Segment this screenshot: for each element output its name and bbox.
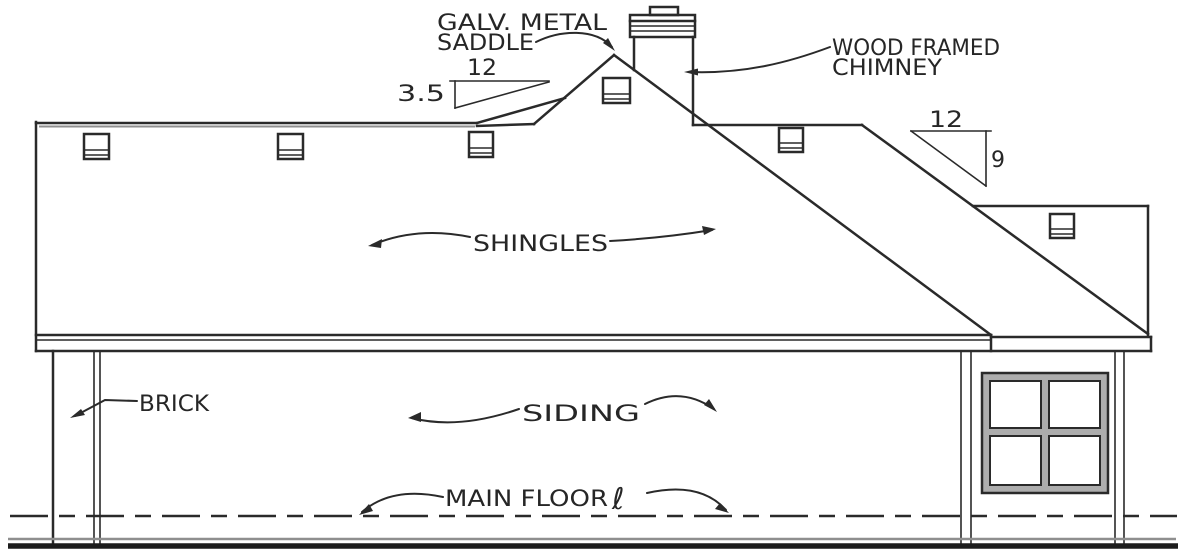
roof-vent bbox=[601, 76, 632, 105]
pitch-triangle-main: 12 9 bbox=[909, 108, 1005, 188]
label-shingles: SHINGLES bbox=[473, 232, 608, 257]
pitch-slope-line bbox=[909, 129, 988, 188]
label-main-floor: MAIN FLOOR bbox=[445, 487, 608, 512]
arrowhead-shingles-right bbox=[702, 226, 716, 235]
datum-lines bbox=[8, 514, 1178, 549]
leader-lines bbox=[70, 31, 831, 515]
roof-vent-box bbox=[777, 126, 805, 154]
label-saddle: SADDLE bbox=[437, 31, 534, 56]
window-pane-tl bbox=[989, 380, 1042, 429]
roof-vent bbox=[1048, 212, 1076, 240]
roof-vent bbox=[276, 132, 305, 161]
leader-main-floor-left bbox=[361, 492, 444, 513]
roof-outline bbox=[34, 53, 1150, 353]
gable-right-slope bbox=[612, 53, 993, 337]
gable-left-slope bbox=[532, 53, 616, 126]
arrowhead-siding-right bbox=[704, 399, 717, 412]
arrowhead-main-floor-right bbox=[715, 503, 729, 513]
saddle-bottom-edge bbox=[475, 122, 536, 128]
label-siding: SIDING bbox=[522, 402, 640, 427]
window bbox=[980, 371, 1110, 495]
roof-vent bbox=[777, 126, 805, 154]
roof-vents bbox=[82, 76, 1076, 240]
arrowhead-siding-left bbox=[408, 412, 421, 422]
window-pane-tr bbox=[1048, 380, 1101, 429]
roof-vent-box bbox=[82, 132, 111, 161]
eave-fascia bbox=[34, 333, 1153, 353]
pitch-run-value: 12 bbox=[467, 56, 497, 81]
label-chimney: CHIMNEY bbox=[832, 56, 943, 81]
annotations: GALV. METAL SADDLE WOOD FRAMED CHIMNEY S… bbox=[139, 11, 1000, 517]
roof-vent-box bbox=[276, 132, 305, 161]
arrowhead-brick bbox=[70, 409, 85, 418]
rear-roof-slope bbox=[860, 123, 1150, 336]
saddle-top-edge bbox=[475, 96, 567, 125]
window-pane-bl bbox=[989, 435, 1042, 486]
pitch-rise-value: 3.5 bbox=[397, 82, 445, 107]
label-centerline-symbol: ℓ bbox=[611, 482, 624, 517]
walls bbox=[51, 349, 1125, 547]
window-pane-br bbox=[1048, 435, 1101, 486]
pitch-rise-value: 9 bbox=[991, 148, 1005, 173]
leader-chimney bbox=[689, 46, 831, 74]
pitch-triangle-saddle: 12 3.5 bbox=[397, 56, 550, 109]
leader-siding-right bbox=[644, 395, 715, 410]
roof-vent-box bbox=[1048, 212, 1076, 240]
roof-vent bbox=[82, 132, 111, 161]
roof-vent bbox=[467, 130, 495, 159]
leader-shingles-right bbox=[609, 229, 713, 242]
arrowhead-shingles-left bbox=[368, 239, 382, 248]
leader-main-floor-right bbox=[646, 488, 727, 511]
arrowhead-saddle bbox=[603, 38, 615, 51]
label-wood-framed: WOOD FRAMED bbox=[832, 36, 1000, 61]
leader-siding-left bbox=[411, 408, 520, 424]
pitch-slope-line bbox=[454, 81, 550, 109]
leader-shingles-left bbox=[371, 231, 471, 246]
label-brick: BRICK bbox=[139, 392, 210, 417]
arrowhead-main-floor-left bbox=[359, 504, 373, 515]
label-galv-metal: GALV. METAL bbox=[437, 11, 608, 36]
chimney bbox=[628, 5, 697, 127]
arrowhead-chimney bbox=[684, 68, 698, 76]
roof-vent-box bbox=[467, 130, 495, 159]
roof-vent-box bbox=[601, 76, 632, 105]
pitch-run-value: 12 bbox=[929, 108, 963, 133]
leader-brick bbox=[74, 398, 138, 417]
